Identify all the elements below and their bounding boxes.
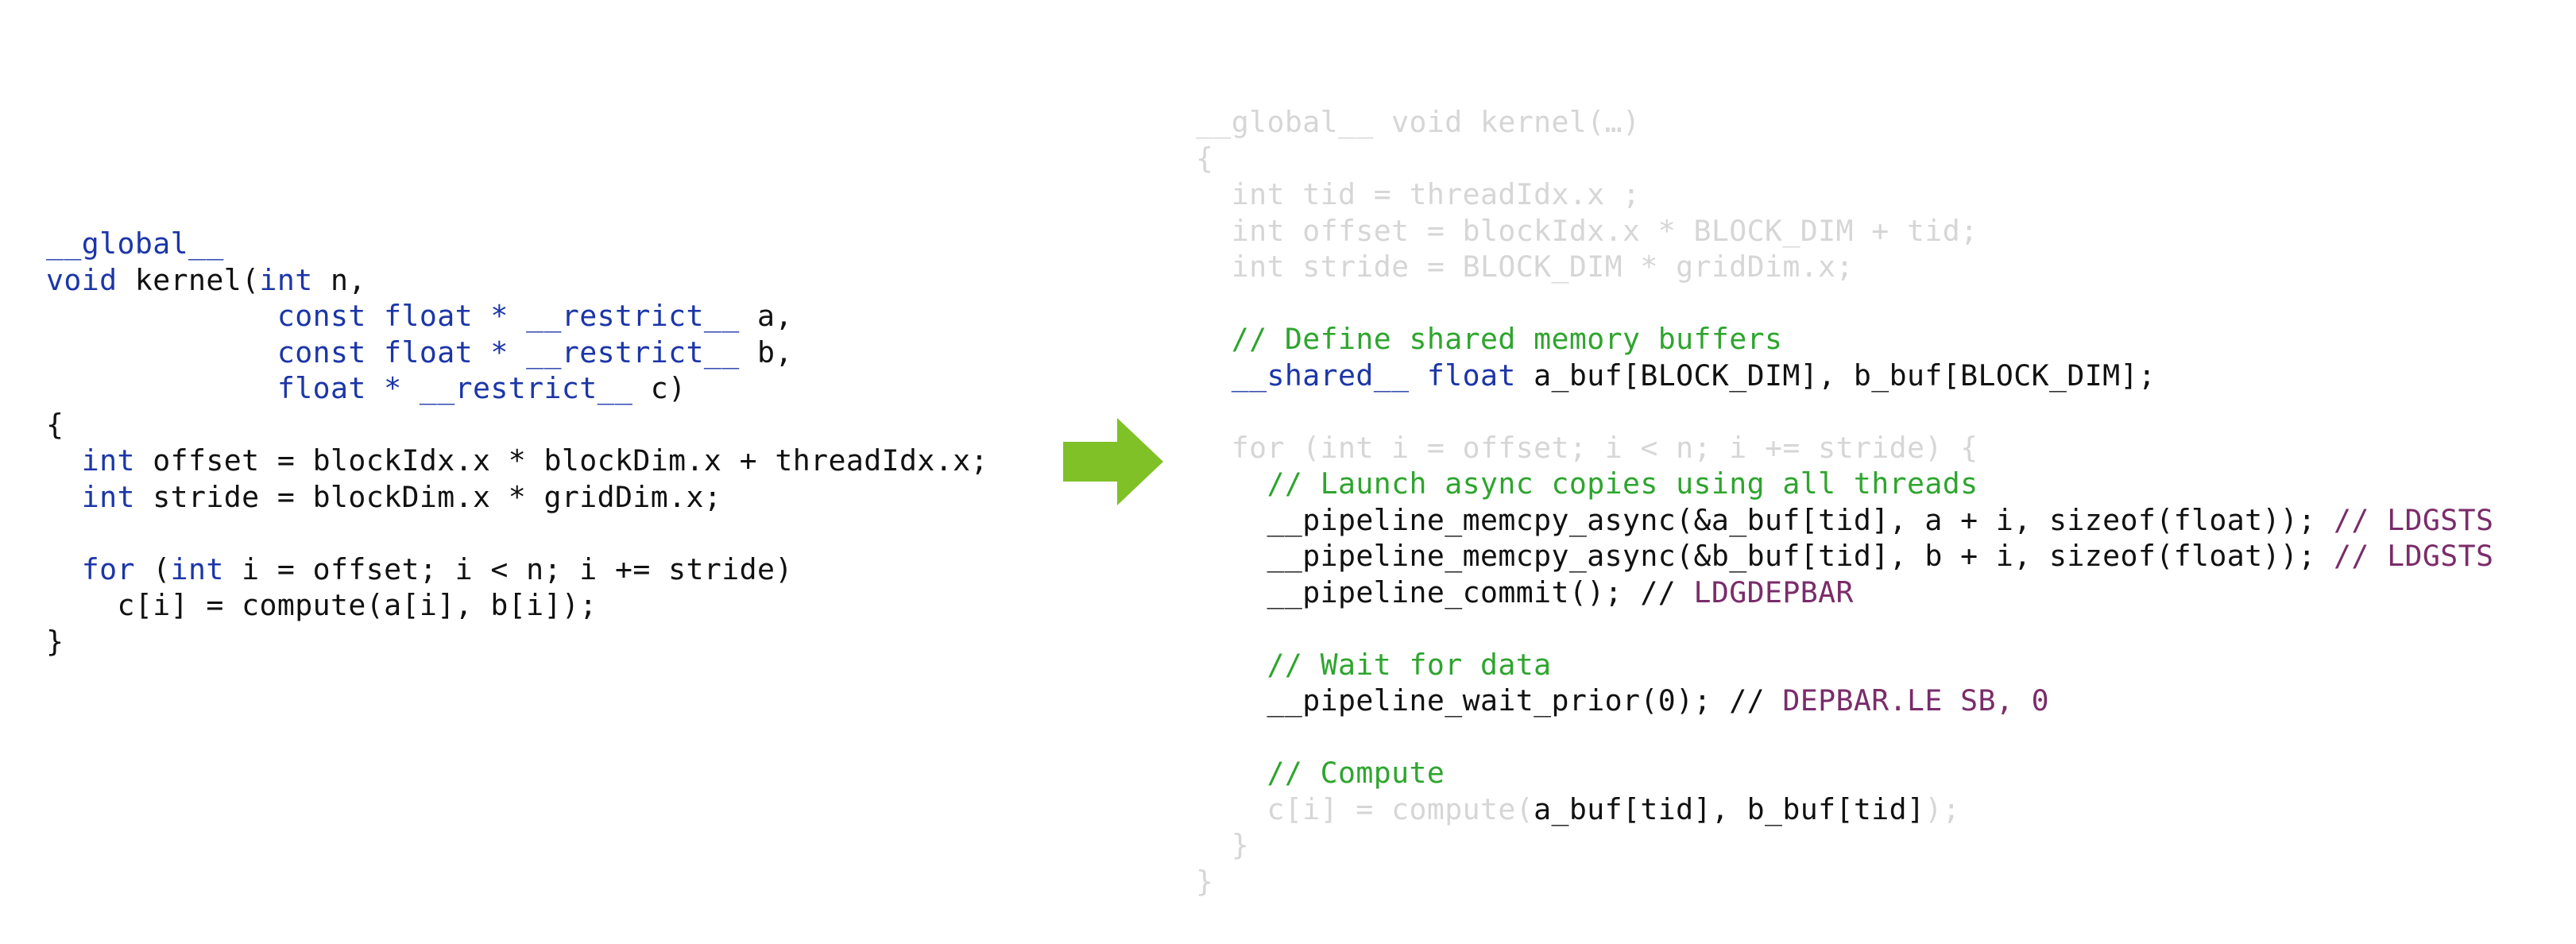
code-line-open-brace-line: { xyxy=(46,407,988,443)
code-line-inner-close-brace-line: } xyxy=(1196,827,2493,864)
right-arrow-icon xyxy=(1063,418,1163,505)
code-line-close-brace-line: } xyxy=(46,624,988,660)
code-token: for xyxy=(81,551,135,586)
code-line-commit-line: __pipeline_commit(); // LDGDEPBAR xyxy=(1196,575,2493,611)
code-token: int xyxy=(81,479,135,514)
code-token xyxy=(1196,720,1213,754)
code-token: __pipeline_commit(); // xyxy=(1196,575,1694,609)
code-token: int xyxy=(259,262,313,297)
code-token: a_buf[BLOCK_DIM], b_buf[BLOCK_DIM]; xyxy=(1515,358,2156,393)
code-token: __global__ xyxy=(46,226,224,261)
code-line-shared-comment-line: // Define shared memory buffers xyxy=(1196,321,2493,358)
code-token: __shared__ float xyxy=(1231,358,1516,393)
code-token: for (int i = offset; i < n; i += stride)… xyxy=(1196,430,1978,465)
code-token: b, xyxy=(739,335,793,369)
code-token: { xyxy=(46,407,64,442)
code-line-async-comment-line: // Launch async copies using all threads xyxy=(1196,466,2493,502)
code-line-compute-line: c[i] = compute(a[i], b[i]); xyxy=(46,587,988,624)
code-token: float * __restrict__ xyxy=(46,371,633,405)
code-line-blank-line-2 xyxy=(1196,393,2493,430)
code-line-open-brace-line: { xyxy=(1196,141,2493,177)
code-token: LDGDEPBAR xyxy=(1693,575,1854,609)
code-token: stride = blockDim.x * gridDim.x; xyxy=(134,479,722,514)
code-token: // Define shared memory buffers xyxy=(1196,322,1783,356)
code-token: // LDGSTS xyxy=(2334,502,2494,537)
async-copy-kernel-code: __global__ void kernel(…){ int tid = thr… xyxy=(1196,104,2493,900)
code-line-param-a-line: const float * __restrict__ a, xyxy=(46,298,988,335)
code-line-offset-line: int offset = blockIdx.x * BLOCK_DIM + ti… xyxy=(1196,213,2493,250)
code-token: a, xyxy=(739,299,793,333)
code-token xyxy=(1196,611,1213,645)
code-token: c[i] = compute( xyxy=(1196,791,1534,826)
code-token: const float * __restrict__ xyxy=(46,335,740,369)
code-line-wait-comment-line: // Wait for data xyxy=(1196,647,2493,683)
code-token: int tid = threadIdx.x ; xyxy=(1196,177,1641,211)
code-token: c) xyxy=(632,371,687,405)
code-token: // LDGSTS xyxy=(2334,539,2494,573)
code-line-blank-line xyxy=(46,515,988,551)
code-token: const float * __restrict__ xyxy=(46,299,740,333)
code-line-compute-line: c[i] = compute(a_buf[tid], b_buf[tid]); xyxy=(1196,791,2493,828)
code-line-for-loop-line: for (int i = offset; i < n; i += stride)… xyxy=(1196,430,2493,466)
code-line-for-loop-line: for (int i = offset; i < n; i += stride) xyxy=(46,551,988,588)
code-token: { xyxy=(1196,141,1214,176)
code-line-blank-line-4 xyxy=(1196,719,2493,756)
code-line-compute-comment-line: // Compute xyxy=(1196,755,2493,791)
code-token: } xyxy=(1196,864,1214,899)
code-token xyxy=(1196,286,1213,320)
code-token: __pipeline_memcpy_async(&b_buf[tid], b +… xyxy=(1196,539,2334,573)
code-token: c[i] = compute(a[i], b[i]); xyxy=(46,588,598,622)
code-token: } xyxy=(1196,828,1250,862)
code-line-close-brace-line: } xyxy=(1196,864,2493,900)
code-token: int xyxy=(81,443,135,478)
code-token: DEPBAR.LE SB, 0 xyxy=(1782,683,2049,718)
code-token: ); xyxy=(1924,791,1961,826)
code-token xyxy=(46,552,82,586)
code-token: // Launch async copies using all threads xyxy=(1196,466,1978,501)
code-token: __pipeline_wait_prior(0); // xyxy=(1196,683,1783,718)
code-token: void xyxy=(46,262,118,297)
code-line-shared-decl-line: __shared__ float a_buf[BLOCK_DIM], b_buf… xyxy=(1196,358,2493,394)
code-line-global-qualifier-line: __global__ xyxy=(46,226,988,262)
code-line-param-b-line: const float * __restrict__ b, xyxy=(46,335,988,371)
code-line-offset-line: int offset = blockIdx.x * blockDim.x + t… xyxy=(46,443,988,479)
code-token: int offset = blockIdx.x * BLOCK_DIM + ti… xyxy=(1196,213,1978,248)
code-line-kernel-signature-line: void kernel(int n, xyxy=(46,262,988,299)
code-token xyxy=(1196,394,1213,428)
code-token: kernel( xyxy=(117,262,260,297)
code-line-kernel-signature-line: __global__ void kernel(…) xyxy=(1196,104,2493,141)
original-kernel-code: __global__void kernel(int n, const float… xyxy=(46,226,988,660)
code-line-wait-prior-line: __pipeline_wait_prior(0); // DEPBAR.LE S… xyxy=(1196,683,2493,719)
code-line-stride-line: int stride = blockDim.x * gridDim.x; xyxy=(46,479,988,516)
code-token: a_buf[tid], b_buf[tid] xyxy=(1534,791,1925,826)
code-token: __pipeline_memcpy_async(&a_buf[tid], a +… xyxy=(1196,502,2334,537)
code-token: i = offset; i < n; i += stride) xyxy=(223,551,793,586)
code-token xyxy=(1196,358,1232,393)
code-token: int xyxy=(170,551,224,586)
code-token: int stride = BLOCK_DIM * gridDim.x; xyxy=(1196,250,1854,284)
arrow-shape xyxy=(1063,418,1163,505)
code-line-blank-line-1 xyxy=(1196,285,2493,322)
code-line-stride-line: int stride = BLOCK_DIM * gridDim.x; xyxy=(1196,249,2493,285)
code-token: __global__ void kernel(…) xyxy=(1196,105,1641,139)
code-token: ( xyxy=(134,551,171,586)
code-token: // Compute xyxy=(1196,756,1445,790)
code-token: n, xyxy=(312,262,366,297)
code-token xyxy=(46,443,82,478)
code-token xyxy=(46,480,82,514)
code-line-param-c-line: float * __restrict__ c) xyxy=(46,370,988,407)
code-token xyxy=(46,516,64,550)
code-line-memcpy-b-line: __pipeline_memcpy_async(&b_buf[tid], b +… xyxy=(1196,538,2493,575)
code-token: // Wait for data xyxy=(1196,647,1552,682)
code-token: offset = blockIdx.x * blockDim.x + threa… xyxy=(134,443,988,478)
code-line-memcpy-a-line: __pipeline_memcpy_async(&a_buf[tid], a +… xyxy=(1196,502,2493,539)
code-token: } xyxy=(46,624,64,659)
code-line-tid-line: int tid = threadIdx.x ; xyxy=(1196,176,2493,213)
code-line-blank-line-3 xyxy=(1196,610,2493,647)
